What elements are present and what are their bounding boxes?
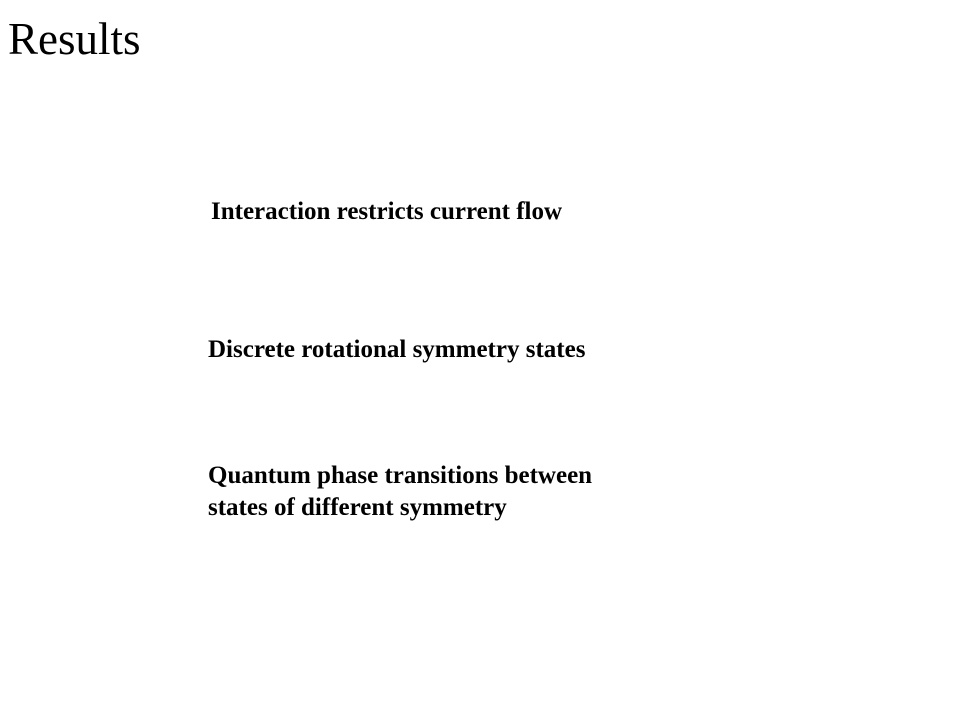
result-point-phase-transitions: Quantum phase transitions between states… <box>208 462 593 521</box>
result-point-interaction: Interaction restricts current flow <box>211 198 563 225</box>
result-point-symmetry-states: Discrete rotational symmetry states <box>208 336 586 363</box>
slide-title: Results <box>8 14 141 64</box>
